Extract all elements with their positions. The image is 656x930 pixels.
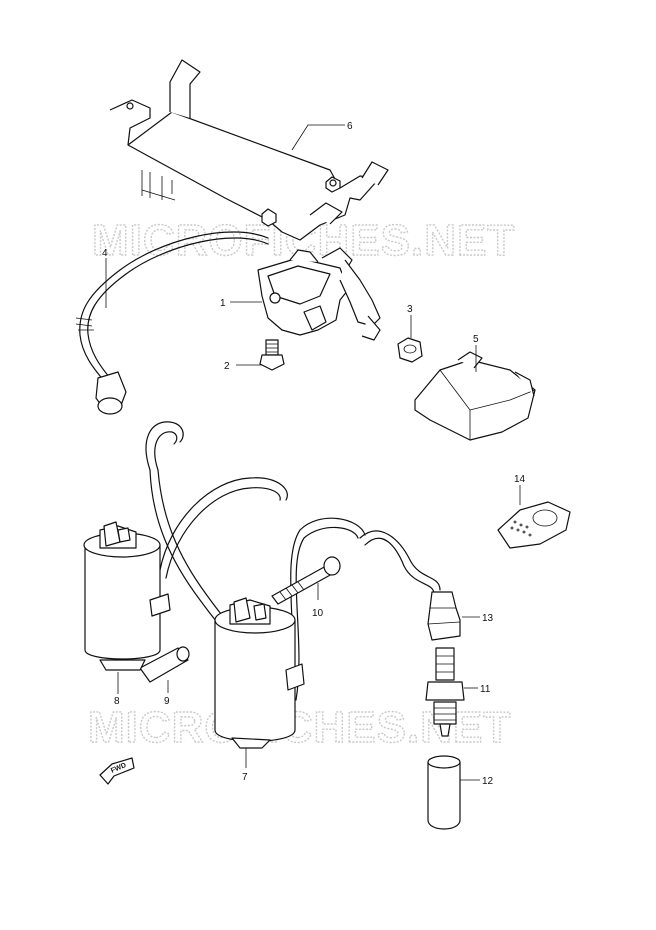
bolt: [259, 339, 285, 371]
fwd-arrow: FWD: [99, 757, 135, 785]
callout-9: 9: [164, 696, 170, 707]
callout-12: 12: [482, 776, 494, 787]
callout-2: 2: [224, 361, 230, 372]
callout-5: 5: [473, 334, 479, 345]
callout-3: 3: [407, 304, 413, 315]
wire-lead: [75, 231, 269, 415]
callout-4: 4: [102, 248, 108, 259]
leader-lines: [105, 124, 521, 781]
callout-10: 10: [312, 608, 324, 619]
callout-11: 11: [480, 684, 491, 695]
callout-1: 1: [220, 298, 226, 309]
callout-8: 8: [114, 696, 120, 707]
plug-cap: [427, 591, 461, 641]
ignition-coil-right: [214, 597, 305, 749]
plug-boot: [427, 755, 461, 830]
ignition-coil-left: [83, 521, 171, 671]
starter-relay: [257, 247, 381, 341]
callout-6: 6: [347, 121, 353, 132]
rubber-cover: [414, 351, 536, 441]
callout-14: 14: [514, 474, 526, 485]
callout-13: 13: [482, 613, 494, 624]
spark-plug: [425, 647, 465, 737]
callout-7: 7: [242, 772, 248, 783]
bracket-plate: [109, 59, 389, 241]
pad-plate: [497, 501, 571, 549]
coil-bolt: [271, 556, 341, 605]
spark-plug-lead: [359, 530, 441, 595]
nut: [397, 337, 423, 363]
